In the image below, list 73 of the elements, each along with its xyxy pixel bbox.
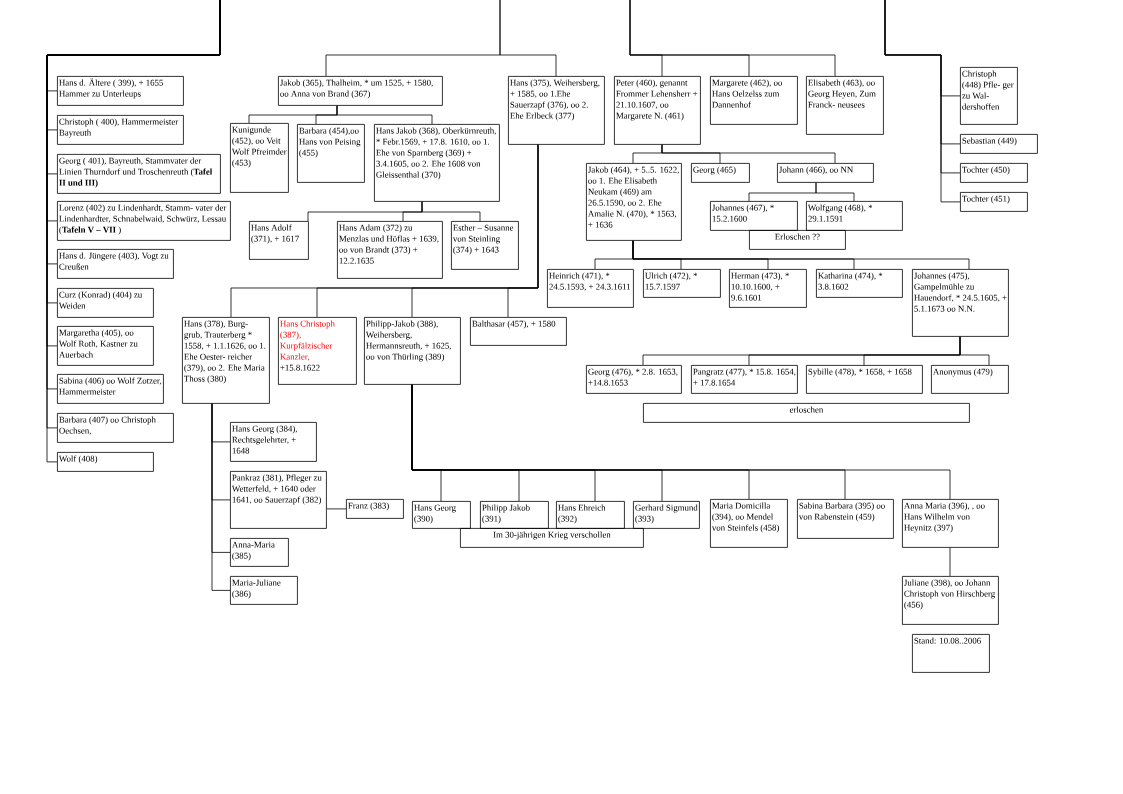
person-box: Christoph ( 400), Hammermeister Bayreuth	[57, 115, 184, 145]
person-box: Sabina (406) oo Wolf Zotzer, Hammermeister	[57, 374, 164, 404]
person-box: Sybille (478), * 1658, + 1658	[806, 365, 923, 394]
connector-line	[507, 144, 539, 318]
person-box: Hans Georg (390)	[412, 501, 471, 529]
person-box: Philipp-Jakob (388), Weihersberg, Hermannsreuth, + 1625, oo von Thürling (389)	[364, 317, 461, 385]
person-box: Elisabeth (463), oo Georg Heyen, Zum Franck- neusees	[806, 76, 884, 135]
connector-line	[815, 182, 855, 202]
person-box: Sabina Barbara (395) oo von Rabenstein (459)	[797, 499, 894, 539]
person-box: Maria-Juliane (386)	[230, 576, 298, 605]
person-box: Barbara (407) oo Christoph Oechsen,	[57, 413, 174, 443]
person-box: Kunigunde (452), oo Veit Wolf Pfreimder (453)	[230, 123, 289, 193]
person-box: Jakob (464), + 5..5. 1622, oo 1. Ehe Elisabeth Neukam (469) am 26.5.1590, oo 2. Ehe Amalie N. (470), * 1563, + 1636	[586, 163, 682, 241]
person-box: Georg (465)	[691, 163, 750, 183]
person-box: Maria Domicilla (394), oo Mendel von Steinfels (458)	[710, 499, 788, 548]
person-box: Esther – Susanne von Steinling (374) + 1643	[451, 221, 519, 270]
person-box: Wolfgang (468), * 29.1.1591	[806, 201, 903, 231]
person-box: Tochter (450)	[960, 163, 1028, 183]
connector-line	[421, 201, 481, 222]
date-box: Stand: 10.08..2006	[912, 634, 990, 673]
connector-line	[661, 144, 836, 164]
person-box: Hans Jakob (368), Oberkürnreuth, * Febr.1569, + 17.8. 1610, oo 1. Ehe von Sparnberg (369) + 3.4.1605, oo 2. Ehe 1608 von Gleissenthal (370)	[374, 124, 500, 202]
status-box: erloschen	[643, 403, 970, 423]
connector-line	[959, 336, 990, 366]
person-box: Peter (460), genannt Frommer Lehensherr + 21.10.1607, oo Margarete N. (461)	[614, 76, 701, 145]
person-box: Anna-Maria (385)	[230, 538, 289, 567]
person-box: Barbara (454),oo Hans von Peising (455)	[297, 124, 365, 183]
connector-line	[499, 0, 557, 77]
person-box: Hans Georg (384), Rechtsgelehrter, + 1648	[230, 422, 317, 462]
person-box: Wolf (408)	[57, 452, 154, 472]
person-box: Tochter (451)	[960, 192, 1028, 212]
connector-line	[411, 384, 951, 500]
person-box: Hans Adolf (371), + 1617	[249, 221, 309, 260]
connector-line	[326, 508, 347, 510]
person-box: Ulrich (472), * 15.7.1597	[643, 269, 721, 298]
person-box: Anonymus (479)	[931, 365, 1009, 394]
person-box: Christoph (448) Pfle- ger zu Wal- dershoffen	[960, 67, 1018, 125]
person-box: Philipp Jakob (391)	[480, 501, 549, 529]
person-box: Pankraz (381), Pfleger zu Wetterfeld, + 1640 oder 1641, oo Sauerzapf (382)	[230, 471, 327, 529]
person-box: Sebastian (449)	[960, 134, 1038, 154]
connector-line	[949, 547, 951, 577]
person-box: Franz (383)	[346, 499, 404, 519]
person-box: Johannes (467), * 15.2.1600	[710, 201, 798, 231]
person-box: Margarete (462), oo Hans Oelzelss zum Dannenhof	[710, 76, 798, 125]
person-box: Hans d. Ältere ( 399), + 1655 Hammer zu Unterleups	[57, 76, 184, 106]
person-box: Curz (Konrad) (404) zu Weiden	[57, 288, 154, 318]
person-box: Georg (476), * 2.8. 1653, +14.8.1653	[586, 365, 682, 394]
person-box: Herman (473), * 10.10.1600, + 9.6.1601	[729, 269, 807, 308]
person-box: Hans Adam (372) zu Menzlas und Höflas + 1639, oo von Brandt (373) + 12.2.1635	[337, 221, 443, 279]
person-box: Hans Ehreich (392)	[556, 501, 625, 529]
person-box: Hans Christoph (387), Kurpfälzischer Kanzler, +15.8.1622	[278, 317, 357, 385]
person-box: Anna Maria (396), , oo Hans Wilhelm von Heynitz (397)	[902, 499, 999, 548]
connector-line	[629, 0, 836, 77]
person-box: Margaretha (405), oo Wolf Roth, Kastner zu Auerbach	[57, 326, 154, 366]
person-box: Georg ( 401), Bayreuth, Stammvater der Linien Thurndorf und Troschenreuth (Tafel II und III)	[57, 154, 221, 194]
person-box: Juliane (398), oo Johann Christoph von Hirschberg (456)	[902, 576, 999, 625]
person-box: Pangratz (477), * 15.8. 1654, + 17.8.1654	[691, 365, 798, 394]
connector-line	[632, 240, 970, 270]
person-box: Heinrich (471), * 24.5.1593, + 24.3.1611	[547, 269, 634, 308]
person-box: Johannes (475), Gampelmühle zu Hauendorf, * 24.5.1605, + 5.1.1673 oo N.N.	[912, 269, 1009, 337]
person-box: Lorenz (402) zu Lindenhardt, Stamm- vater der Lindenhardter, Schnabelwaid, Schwürz, Lessau (Tafeln V – VII )	[57, 201, 231, 241]
person-box: Hans (378), Burg- grub, Trauterberg * 1558, + 1.1.1626, oo 1. Ehe Oester- reicher (379), oo 2. Ehe Maria Thoss (380)	[182, 317, 270, 404]
person-box: Katharina (474), * 3.8.1602	[816, 269, 903, 298]
person-box: Hans d. Jüngere (403), Vogt zu Creußen	[57, 249, 174, 279]
connector-line	[211, 403, 231, 591]
person-box: Hans (375), Weihersberg, + 1585, oo 1.Ehe Sauerzapf (376), oo 2. Ehe Erlbeck (377)	[508, 76, 605, 145]
person-box: Jakob (365), Thalheim, * um 1525, + 1580, oo Anna von Brand (367)	[278, 76, 443, 106]
status-box: Im 30-jährigen Krieg verschollen	[460, 528, 644, 548]
person-box: Gerhard Sigmund (393)	[633, 501, 700, 529]
person-box: Johann (466), oo NN	[777, 163, 874, 183]
connector-line	[336, 105, 433, 125]
status-box: Erloschen ??	[749, 230, 846, 250]
person-box: Balthasar (457), + 1580	[470, 317, 567, 346]
